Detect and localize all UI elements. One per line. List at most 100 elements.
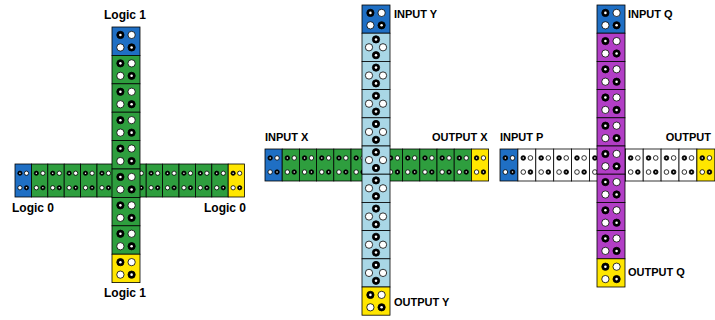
quantum-dot-center	[604, 12, 607, 15]
quantum-dot	[320, 170, 324, 174]
quantum-dot	[205, 171, 209, 175]
quantum-dot-center	[691, 171, 693, 173]
quantum-dot-center	[615, 250, 618, 253]
quantum-dot	[354, 156, 358, 160]
qca-cell	[179, 164, 195, 197]
quantum-dot-center	[604, 68, 607, 71]
quantum-dot	[613, 94, 620, 101]
quantum-dot	[117, 31, 124, 38]
qca-cell	[362, 287, 390, 315]
quantum-dot	[613, 247, 620, 254]
quantum-dot	[128, 129, 135, 136]
qca-cell	[265, 149, 282, 181]
quantum-dot	[57, 186, 61, 190]
quantum-dot-center	[223, 187, 224, 188]
quantum-dot	[117, 72, 124, 79]
quantum-dot-center	[130, 245, 133, 248]
qca-cell	[362, 90, 390, 118]
qca-cell	[362, 33, 390, 61]
quantum-dot	[378, 304, 385, 311]
qca-cell	[597, 61, 625, 89]
quantum-dot	[74, 186, 78, 190]
quantum-dot-center	[369, 12, 372, 15]
quantum-dot	[372, 149, 379, 156]
quantum-dot	[275, 156, 279, 160]
quantum-dot-center	[75, 187, 76, 188]
quantum-dot	[128, 31, 135, 38]
quantum-dot-center	[583, 171, 585, 173]
quantum-dot	[128, 60, 135, 67]
quantum-dot	[302, 170, 306, 174]
quantum-dot	[365, 100, 372, 107]
quantum-dot	[423, 156, 427, 160]
quantum-dot-center	[119, 90, 122, 93]
quantum-dot-center	[512, 171, 514, 173]
quantum-dot	[671, 156, 676, 161]
quantum-dot-center	[615, 221, 618, 224]
quantum-dot	[613, 263, 620, 270]
quantum-dot	[320, 156, 324, 160]
quantum-dot	[326, 156, 330, 160]
quantum-dot	[354, 170, 358, 174]
quantum-dot-center	[91, 187, 92, 188]
quantum-dot	[602, 22, 609, 29]
quantum-dot-center	[42, 187, 43, 188]
quantum-dot	[128, 186, 135, 193]
quantum-dot-center	[119, 261, 122, 264]
quantum-dot-center	[130, 160, 133, 163]
quantum-dot	[412, 156, 416, 160]
quantum-dot	[707, 156, 712, 161]
quantum-dot	[117, 101, 124, 108]
quantum-dot	[128, 157, 135, 164]
signal-label: INPUT Q	[628, 8, 673, 20]
quantum-dot	[700, 156, 705, 161]
quantum-dot-center	[648, 157, 650, 159]
quantum-dot	[613, 178, 620, 185]
quantum-dot-center	[604, 237, 607, 240]
quantum-dot-center	[459, 157, 461, 159]
quantum-dot	[564, 170, 569, 175]
qca-cell	[112, 254, 140, 282]
quantum-dot-center	[604, 209, 607, 212]
quantum-dot	[106, 171, 110, 175]
quantum-dot	[481, 170, 485, 174]
quantum-dot	[628, 170, 633, 175]
quantum-dot	[602, 275, 609, 282]
qca-cell	[362, 174, 390, 202]
quantum-dot	[510, 170, 515, 175]
quantum-dot	[231, 186, 235, 190]
quantum-dot	[215, 186, 219, 190]
quantum-dot-center	[183, 172, 184, 173]
qca-cell	[554, 149, 572, 181]
quantum-dot	[172, 171, 176, 175]
quantum-dot-center	[130, 188, 133, 191]
quantum-dot-center	[615, 52, 618, 55]
quantum-dot	[423, 170, 427, 174]
quantum-dot	[510, 156, 515, 161]
quantum-dot-center	[36, 172, 37, 173]
quantum-dot	[682, 170, 687, 175]
quantum-dot-center	[441, 157, 443, 159]
quantum-dot-center	[375, 236, 378, 239]
quantum-dot	[34, 186, 38, 190]
quantum-dot	[57, 171, 61, 175]
quantum-dot-center	[119, 176, 122, 179]
quantum-dot	[602, 66, 609, 73]
quantum-dot	[100, 186, 104, 190]
quantum-dot	[326, 170, 330, 174]
quantum-dot-center	[375, 167, 378, 170]
qca-cell	[212, 164, 228, 197]
quantum-dot-center	[321, 157, 323, 159]
quantum-dot	[457, 156, 461, 160]
signal-label: Logic 0	[12, 202, 54, 215]
quantum-dot-center	[505, 157, 507, 159]
quantum-dot-center	[345, 171, 347, 173]
quantum-dot	[117, 214, 124, 221]
quantum-dot	[575, 156, 580, 161]
qca-cell	[437, 149, 454, 181]
quantum-dot	[602, 263, 609, 270]
quantum-dot	[372, 221, 379, 228]
qca-cell	[362, 202, 390, 230]
quantum-dot	[205, 186, 209, 190]
quantum-dot-center	[604, 124, 607, 127]
